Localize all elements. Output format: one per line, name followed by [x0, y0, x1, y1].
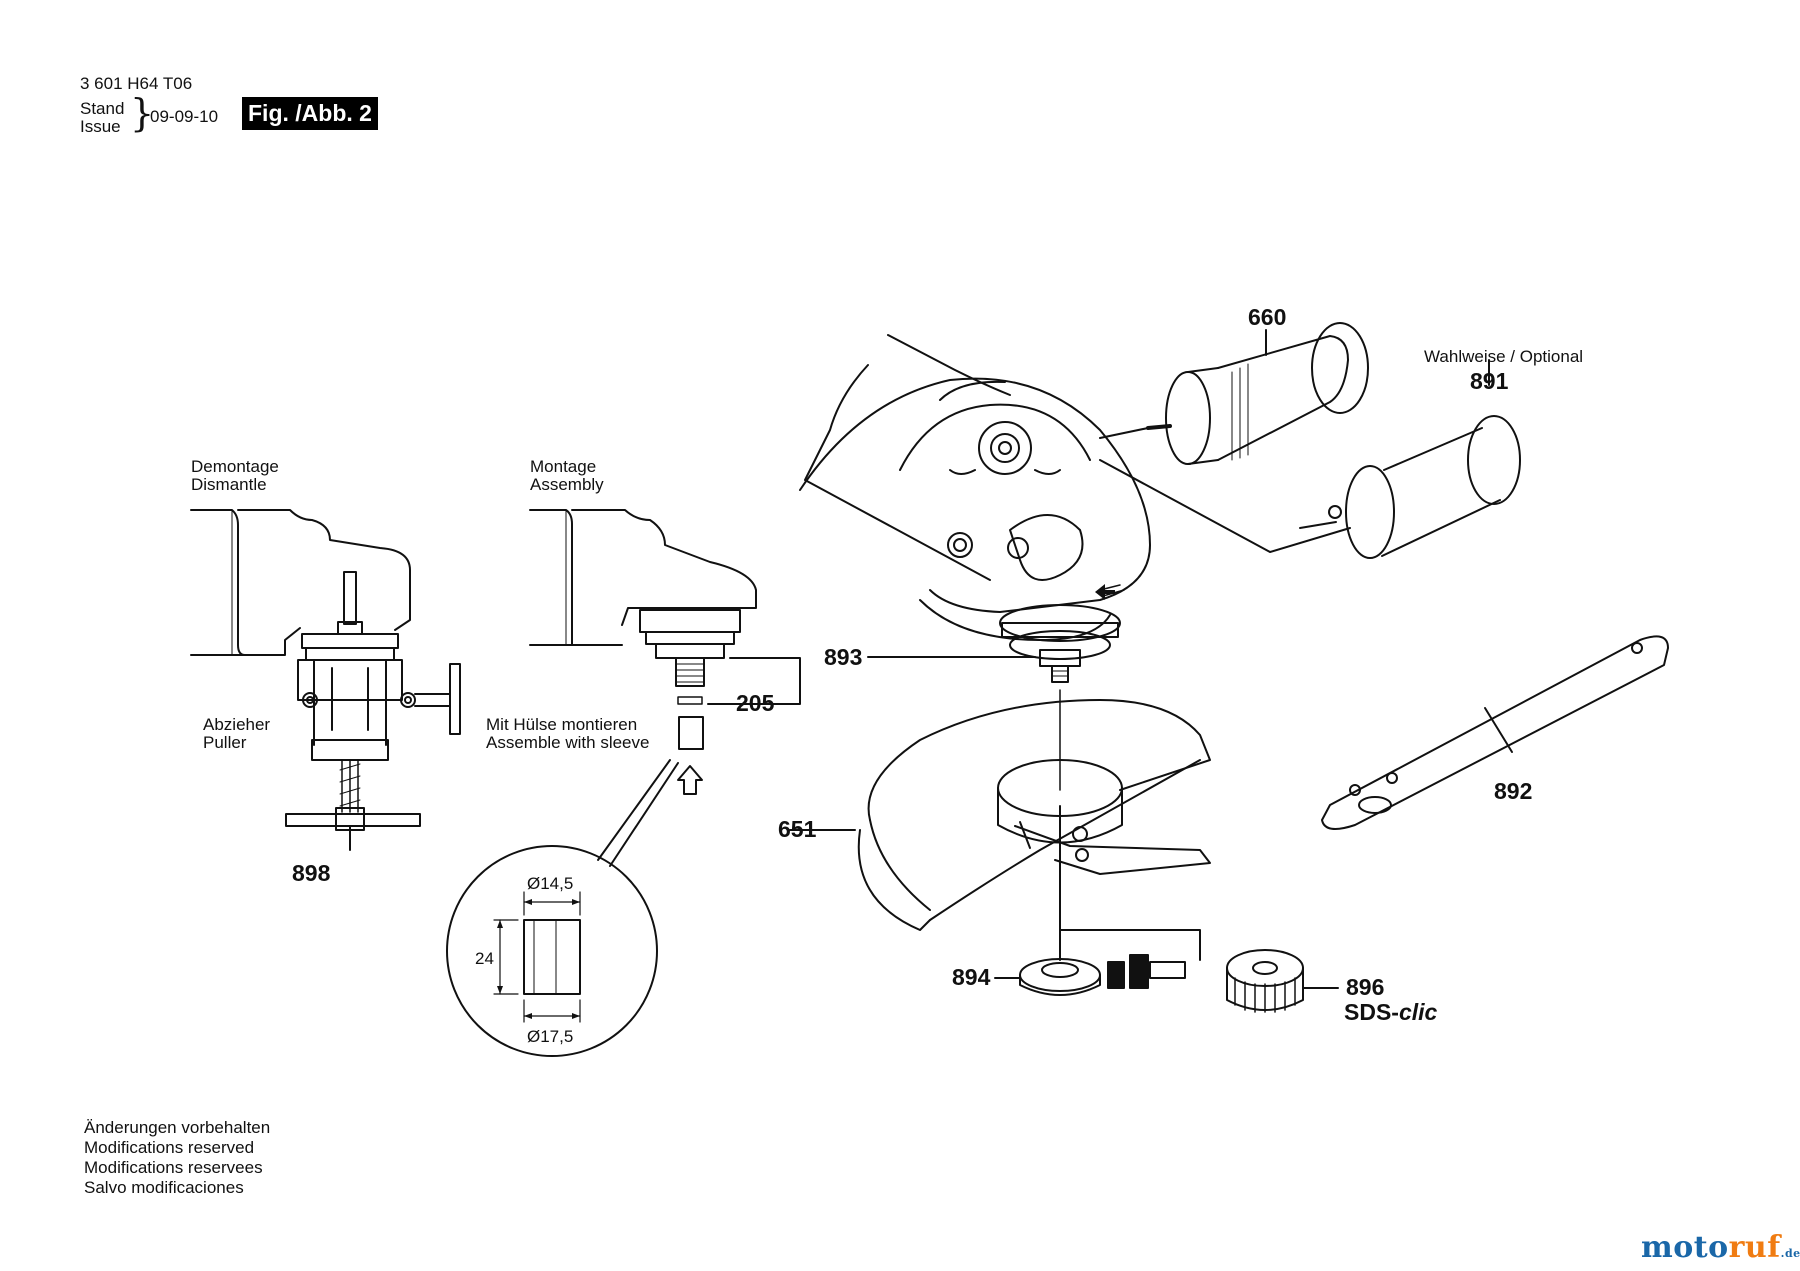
dismantle-illustration	[190, 509, 411, 656]
dismantle-label-de: Demontage	[191, 457, 279, 476]
side-handle-891	[1299, 359, 1521, 559]
optional-label: Wahlweise / Optional	[1424, 347, 1584, 366]
side-handle-660	[1099, 322, 1369, 465]
issue-label: Issue	[80, 117, 121, 136]
footer-note-fr: Modifications reservees	[84, 1158, 263, 1177]
quick-clamp-nut-896	[1226, 949, 1339, 1013]
callout-651: 651	[778, 816, 817, 842]
sleeve-detail	[446, 845, 658, 1057]
dismantle-label-en: Dismantle	[191, 475, 267, 494]
mounting-flange-894	[994, 954, 1186, 996]
callout-660: 660	[1248, 304, 1287, 330]
dimension-outer-diameter: Ø17,5	[527, 1027, 574, 1046]
puller-label-en: Puller	[203, 733, 247, 752]
assembly-label-de: Montage	[530, 457, 597, 476]
callout-205: 205	[736, 690, 775, 716]
footer-note-de: Änderungen vorbehalten	[84, 1118, 271, 1137]
dimension-height: 24	[475, 949, 494, 968]
callout-892: 892	[1494, 778, 1533, 804]
callout-896: 896	[1346, 974, 1385, 1000]
callout-891: 891	[1470, 368, 1509, 394]
puller-898	[285, 571, 461, 851]
two-pin-spanner-892	[1321, 635, 1669, 830]
issue-date: 09-09-10	[150, 107, 219, 126]
assembly-illustration	[529, 509, 757, 795]
dimension-inner-diameter: Ø14,5	[527, 874, 574, 893]
sds-clic-label: SDS-clic	[1344, 999, 1438, 1025]
brand-watermark-logo: motoruf.de	[1641, 1230, 1800, 1265]
figure-label: Fig. /Abb. 2	[242, 97, 378, 130]
stand-label: Stand	[80, 99, 125, 118]
puller-label-de: Abzieher	[203, 715, 271, 734]
callout-894: 894	[952, 964, 991, 990]
wheel-guard-651	[789, 699, 1211, 931]
doc-number: 3 601 H64 T06	[80, 74, 193, 93]
footer-note-es: Salvo modificaciones	[84, 1178, 244, 1197]
brace-glyph: }	[130, 91, 155, 135]
callout-893: 893	[824, 644, 863, 670]
sleeve-label-en: Assemble with sleeve	[486, 733, 650, 752]
footer-note-en: Modifications reserved	[84, 1138, 255, 1157]
assembly-label-en: Assembly	[530, 475, 604, 494]
callout-898: 898	[292, 860, 331, 886]
sleeve-label-de: Mit Hülse montieren	[486, 715, 638, 734]
angle-grinder	[799, 334, 1151, 791]
